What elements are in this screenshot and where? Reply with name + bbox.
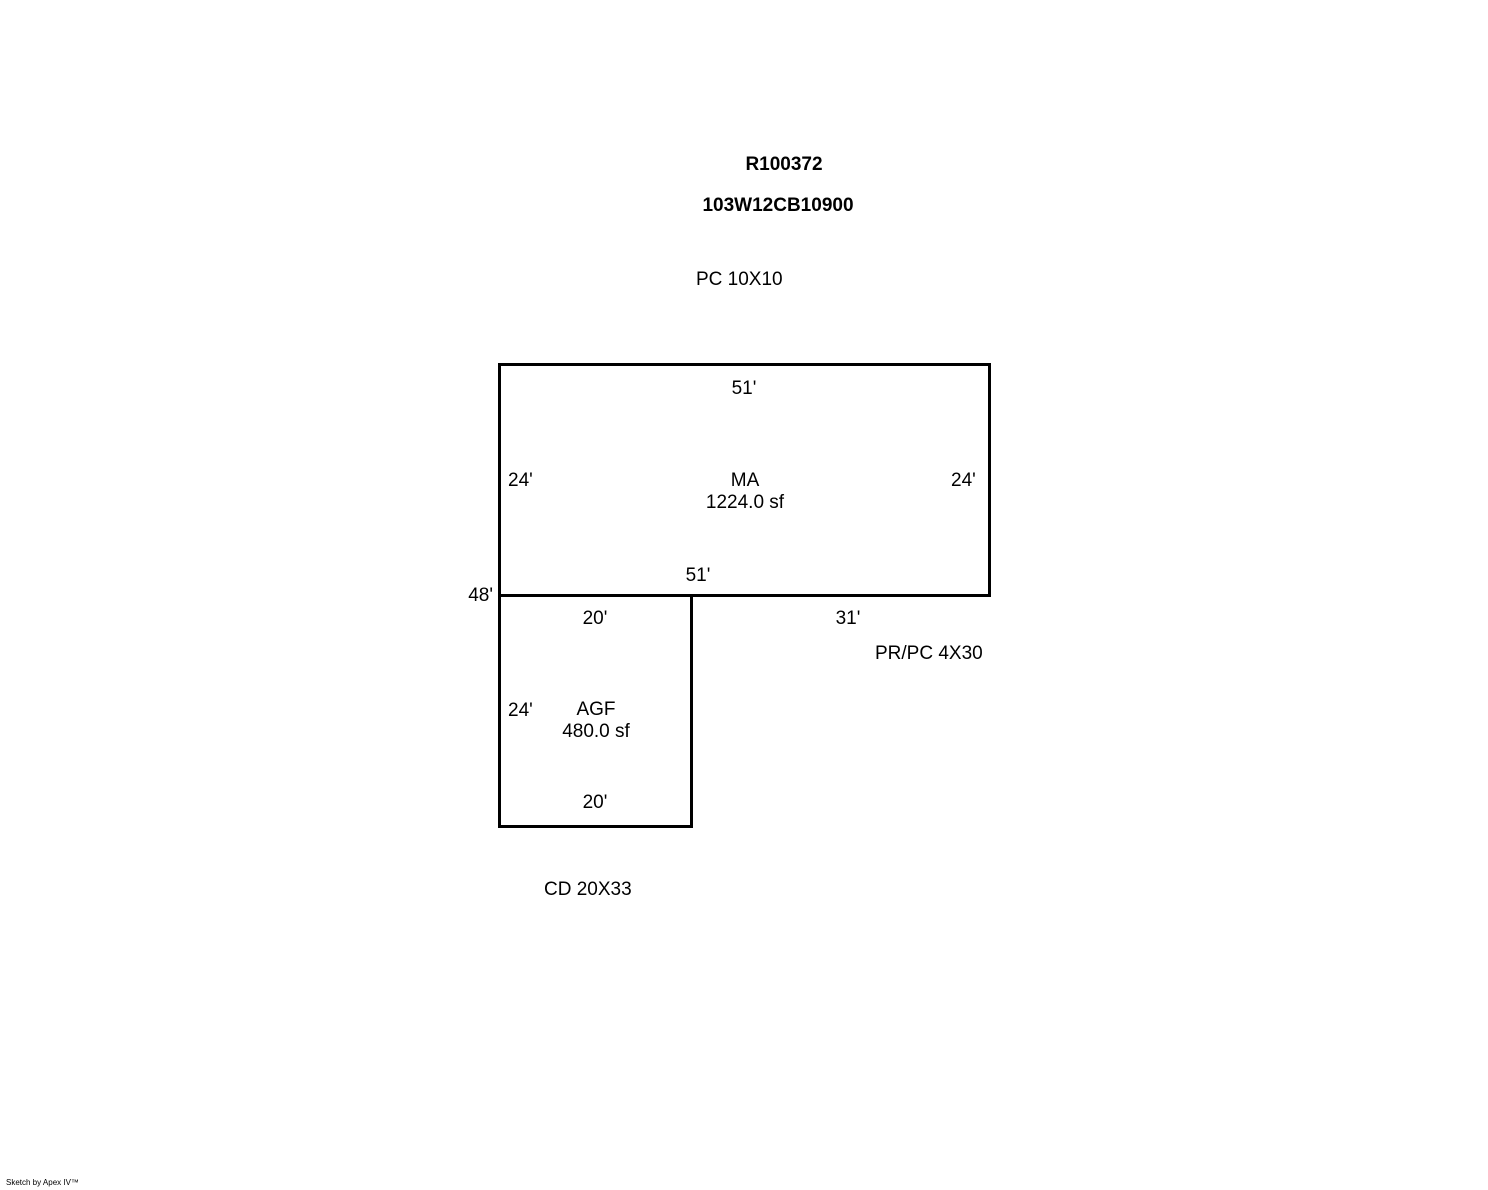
agf-top-dimension: 20' [582, 608, 608, 629]
ma-bottom-wall [498, 594, 991, 597]
ma-top-wall [498, 363, 991, 366]
ma-bottom-dimension: 51' [685, 565, 711, 586]
right-segment-dimension: 31' [835, 608, 861, 629]
ma-right-wall [988, 363, 991, 597]
ma-code: MA [730, 470, 760, 491]
agf-bottom-dimension: 20' [582, 792, 608, 813]
agf-square-footage: 480.0 sf [562, 721, 630, 742]
agf-right-wall [690, 594, 693, 828]
pc-label: PC 10X10 [696, 269, 783, 290]
cd-label: CD 20X33 [544, 879, 632, 900]
agf-area-label: AGF 480.0 sf [562, 699, 630, 743]
overall-left-dimension: 48' [468, 585, 493, 606]
record-id: R100372 [745, 154, 823, 175]
agf-left-dimension: 24' [508, 700, 533, 721]
agf-code: AGF [576, 699, 616, 720]
ma-top-dimension: 51' [731, 378, 757, 399]
software-credit: Sketch by Apex IV™ [6, 1178, 79, 1187]
agf-bottom-wall [498, 825, 693, 828]
ma-area-label: MA 1224.0 sf [706, 470, 784, 514]
ma-left-dimension: 24' [508, 470, 533, 491]
ma-right-dimension: 24' [951, 470, 976, 491]
pr-pc-label: PR/PC 4X30 [875, 643, 983, 664]
parcel-number: 103W12CB10900 [702, 195, 854, 216]
ma-square-footage: 1224.0 sf [705, 492, 785, 513]
